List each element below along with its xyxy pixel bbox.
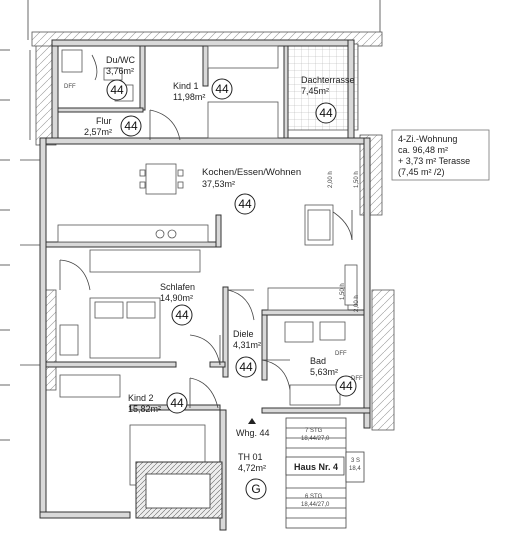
info-line1: 4-Zi.-Wohnung bbox=[398, 134, 457, 144]
unit-number: 44 bbox=[239, 360, 253, 374]
info-line3: + 3,73 m² Terasse bbox=[398, 156, 470, 166]
info-box: 4-Zi.-Wohnung ca. 96,48 m² + 3,73 m² Ter… bbox=[391, 129, 490, 181]
room-dachterrasse: Dachterrasse 7,45m² 44 bbox=[301, 75, 355, 124]
furniture bbox=[57, 45, 358, 509]
dff-label: DFF bbox=[335, 351, 347, 357]
room-area: 4,72m² bbox=[238, 463, 266, 473]
room-diele: Diele 4,31m² 44 bbox=[233, 329, 261, 378]
room-area: 2,57m² bbox=[84, 127, 112, 137]
dimension-ticks bbox=[20, 50, 40, 366]
unit-circle bbox=[234, 193, 256, 215]
room-name: Flur bbox=[96, 116, 112, 126]
room-area: 4,31m² bbox=[233, 340, 261, 350]
unit-circle bbox=[166, 392, 188, 414]
dim-label: 1,50 h bbox=[340, 283, 346, 300]
room-name: Diele bbox=[233, 329, 254, 339]
room-name: Bad bbox=[310, 356, 326, 366]
info-line2: ca. 96,48 m² bbox=[398, 145, 448, 155]
room-area: 37,53m² bbox=[202, 179, 235, 189]
unit-circle bbox=[120, 115, 142, 137]
info-line4: (7,45 m² /2) bbox=[398, 167, 445, 177]
room-kochen: Kochen/Essen/Wohnen 37,53m² 44 bbox=[202, 167, 301, 215]
unit-circle bbox=[211, 78, 233, 100]
unit-number: 44 bbox=[170, 396, 184, 410]
unit-circle bbox=[235, 356, 257, 378]
room-th01: TH 01 4,72m² G bbox=[238, 452, 267, 500]
room-area: 15,82m² bbox=[128, 404, 161, 414]
room-schlafen: Schlafen 14,90m² 44 bbox=[160, 282, 195, 326]
unit-number: 44 bbox=[215, 82, 229, 96]
room-area: 11,98m² bbox=[173, 92, 205, 102]
stair-bottom-label: 6 STG bbox=[305, 494, 323, 500]
unit-number: G bbox=[251, 482, 260, 496]
doors bbox=[59, 54, 353, 409]
stair-bottom-dim: 18,44/27,0 bbox=[301, 502, 330, 508]
unit-circle bbox=[171, 304, 193, 326]
dff-label: DFF bbox=[351, 376, 363, 382]
shaft-inner bbox=[145, 473, 211, 509]
dim-label: 1,50 h bbox=[354, 171, 360, 188]
room-name: Kind 2 bbox=[128, 393, 154, 403]
room-name: Schlafen bbox=[160, 282, 195, 292]
room-flur: Flur 2,57m² 44 bbox=[84, 115, 142, 137]
whg-label: Whg. 44 bbox=[236, 428, 270, 438]
room-area: 5,63m² bbox=[310, 367, 338, 377]
dim-label: 2,00 h bbox=[354, 295, 360, 312]
stair-side-label: 3 S bbox=[351, 458, 360, 464]
room-area: 14,90m² bbox=[160, 293, 193, 303]
right-balustrade-bottom bbox=[371, 289, 395, 431]
haus-label: Haus Nr. 4 bbox=[294, 462, 338, 472]
interior-walls bbox=[45, 45, 371, 414]
dim-label: 2,00 h bbox=[328, 171, 334, 188]
room-du-wc: Du/WC 3,76m² 44 bbox=[106, 55, 136, 101]
outer-walls bbox=[39, 39, 371, 531]
unit-number: 44 bbox=[319, 106, 333, 120]
unit-number: 44 bbox=[339, 379, 353, 393]
unit-number: 44 bbox=[110, 83, 124, 97]
room-name: Kochen/Essen/Wohnen bbox=[202, 167, 301, 178]
haus-label-box bbox=[285, 456, 345, 476]
dff-label: DFF bbox=[64, 84, 76, 90]
room-name: Du/WC bbox=[106, 55, 136, 65]
arrow-up-icon bbox=[248, 418, 256, 424]
stair-side-dim: 18,4 bbox=[349, 466, 361, 472]
unit-number: 44 bbox=[175, 308, 189, 322]
room-bad: Bad 5,63m² 44 bbox=[310, 356, 357, 397]
room-kind2: Kind 2 15,82m² 44 bbox=[128, 392, 188, 414]
right-balustrade-top bbox=[359, 134, 383, 216]
room-area: 7,45m² bbox=[301, 86, 329, 96]
unit-circle bbox=[315, 102, 337, 124]
unit-circle bbox=[245, 478, 267, 500]
unit-number: 44 bbox=[124, 119, 138, 133]
room-name: TH 01 bbox=[238, 452, 263, 462]
room-kind1: Kind 1 11,98m² 44 bbox=[173, 78, 233, 102]
room-name: Kind 1 bbox=[173, 81, 199, 91]
room-name: Dachterrasse bbox=[301, 75, 355, 85]
stair-top-dim: 18,44/27,0 bbox=[301, 436, 330, 442]
unit-number: 44 bbox=[238, 197, 252, 211]
unit-circle bbox=[335, 375, 357, 397]
unit-circle bbox=[106, 79, 128, 101]
stair-top-label: 7 STG bbox=[305, 428, 323, 434]
room-area: 3,76m² bbox=[106, 66, 134, 76]
